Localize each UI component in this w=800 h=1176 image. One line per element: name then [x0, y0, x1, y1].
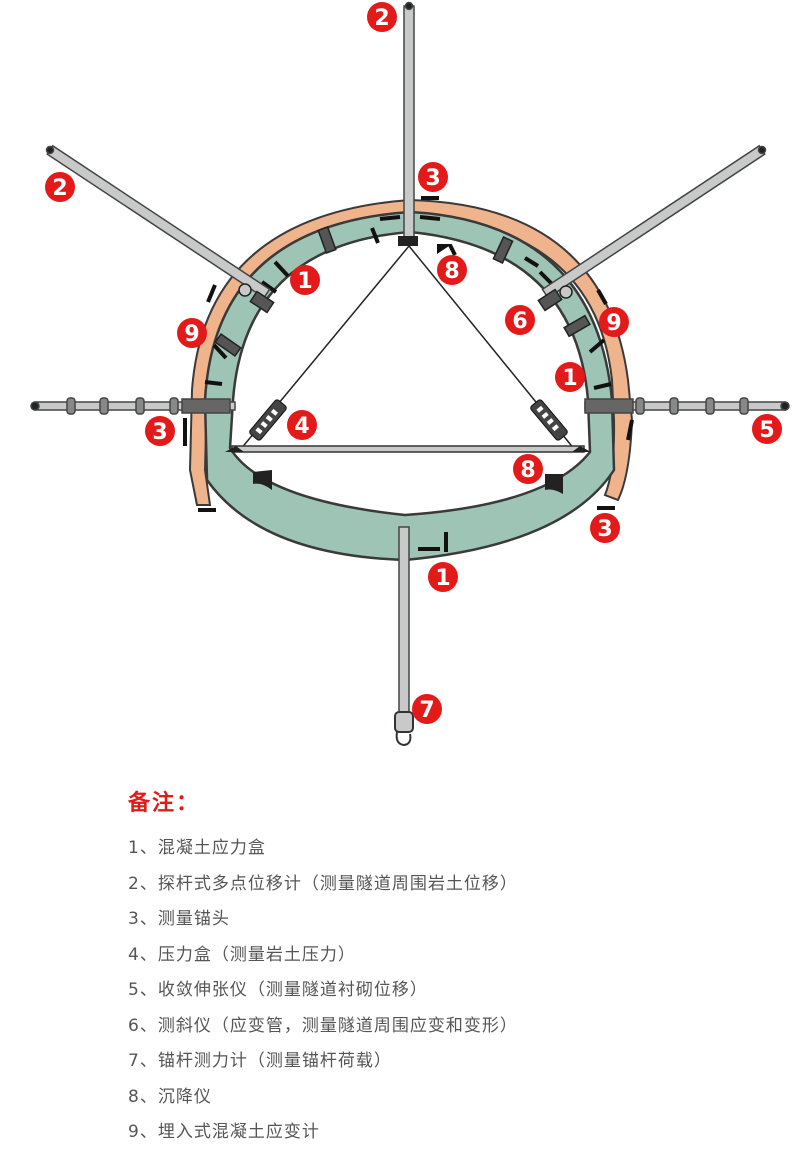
rod-top: [403, 5, 415, 239]
marker-3-top: 3: [418, 162, 448, 192]
note-item: 6、测斜仪（应变管，测量隧道周围应变和变形）: [128, 1015, 518, 1036]
anchor-hook-icon: [394, 711, 414, 747]
marker-1-upper-left: 1: [290, 265, 320, 295]
svg-text:9: 9: [606, 311, 621, 336]
inclinometer-heads: [238, 283, 573, 314]
note-item: 9、埋入式混凝土应变计: [128, 1122, 320, 1142]
note-item: 8、沉降仪: [128, 1086, 212, 1107]
svg-text:9: 9: [184, 322, 199, 347]
lining-gauges: [204, 215, 612, 552]
note-item: 4、压力盒（测量岩土压力）: [128, 944, 356, 965]
bar-end-right: [572, 446, 591, 452]
marker-1-bottom: 1: [428, 562, 458, 592]
marker-8-top: 8: [437, 255, 467, 285]
tunnel-lining: [203, 210, 616, 562]
note-item: 2、探杆式多点位移计（测量隧道周围岩土位移）: [128, 873, 518, 894]
svg-text:3: 3: [597, 517, 612, 542]
marker-6-right: 6: [505, 305, 535, 335]
stress-cells: [214, 226, 591, 358]
rod-bottom: [398, 526, 410, 728]
svg-text:8: 8: [520, 458, 535, 483]
svg-text:1: 1: [435, 566, 450, 591]
note-item: 3、测量锚头: [128, 909, 230, 929]
marker-5-right: 5: [752, 414, 782, 444]
pressure-meter-right: [530, 399, 568, 441]
svg-text:1: 1: [297, 269, 312, 294]
extensometer-rods: [45, 1, 767, 728]
marker-8-bottom: 8: [513, 454, 543, 484]
marker-2-left: 2: [45, 172, 75, 202]
marker-9-left: 9: [177, 318, 207, 348]
note-item: 5、收敛伸张仪（测量隧道衬砌位移）: [128, 980, 428, 1000]
svg-text:1: 1: [562, 366, 577, 391]
convergence-rods: [30, 397, 790, 415]
pressure-meter-left: [249, 399, 287, 441]
marker-2-top: 2: [367, 2, 397, 32]
marker-9-right: 9: [599, 307, 629, 337]
svg-text:3: 3: [425, 166, 440, 191]
svg-text:2: 2: [52, 176, 67, 201]
marker-7-bottom: 7: [412, 694, 442, 724]
bar-end-left: [225, 446, 244, 452]
svg-text:6: 6: [512, 309, 527, 334]
anchor-block-top: [398, 236, 418, 246]
svg-text:4: 4: [294, 414, 309, 439]
settlement-point-top: [437, 244, 452, 254]
rod-upper-right: [541, 144, 766, 299]
rock-gauges: [183, 196, 634, 512]
inner-block-left: [253, 470, 272, 490]
notes-list: 1、混凝土应力盒 2、探杆式多点位移计（测量隧道周围岩土位移） 3、测量锚头 4…: [128, 831, 768, 1151]
tunnel-monitoring-diagram: 2 2 3 1 8 9 6 9 1 4 3 5: [30, 1, 790, 747]
svg-text:5: 5: [759, 418, 774, 443]
note-item: 7、锚杆测力计（测量锚杆荷载）: [128, 1051, 392, 1071]
svg-text:2: 2: [374, 6, 389, 31]
rod-upper-left: [46, 144, 271, 299]
note-item: 1、混凝土应力盒: [128, 838, 266, 858]
notes-section: 备注： 1、混凝土应力盒 2、探杆式多点位移计（测量隧道周围岩土位移） 3、测量…: [128, 785, 768, 1151]
svg-text:7: 7: [419, 698, 434, 723]
inner-block-right: [545, 474, 563, 494]
marker-3-left: 3: [145, 416, 175, 446]
markers: 2 2 3 1 8 9 6 9 1 4 3 5: [45, 2, 782, 724]
svg-text:3: 3: [152, 420, 167, 445]
marker-3-right: 3: [590, 513, 620, 543]
marker-1-right: 1: [555, 362, 585, 392]
notes-title: 备注：: [128, 791, 201, 816]
svg-text:8: 8: [444, 259, 459, 284]
marker-4-left: 4: [287, 410, 317, 440]
horizontal-convergence-bar: [231, 445, 585, 453]
